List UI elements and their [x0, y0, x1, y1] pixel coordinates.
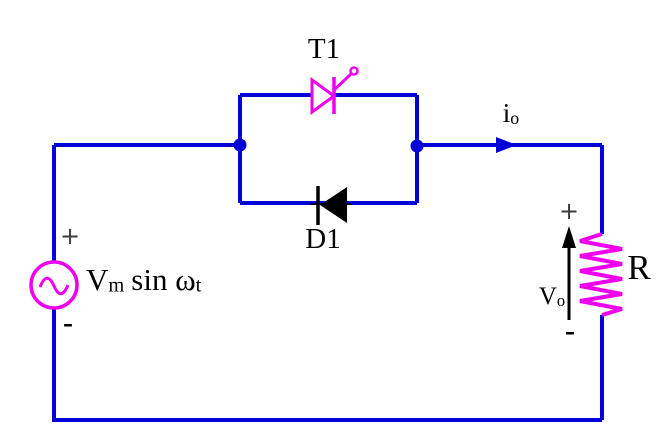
- source-plus-sign: +: [60, 224, 80, 248]
- load-minus-text: -: [565, 314, 575, 347]
- load-plus-text: +: [558, 197, 580, 225]
- source-voltage-symbol: V: [86, 262, 109, 297]
- source-voltage-subscript: m: [108, 274, 125, 297]
- junction-dot-left: [233, 138, 247, 152]
- output-voltage-label: Vo: [539, 284, 565, 309]
- thyristor-gate-terminal: [349, 66, 359, 76]
- diode-label: D1: [305, 225, 340, 254]
- wire-left-lower-and-bottom: [52, 308, 602, 422]
- thyristor-label-text: T1: [307, 33, 341, 65]
- source-minus-sign: -: [63, 308, 73, 338]
- thyristor-anode-triangle: [310, 77, 337, 115]
- thyristor-label: T1: [308, 35, 340, 64]
- diode-icon: [310, 186, 352, 225]
- source-minus-text: -: [63, 306, 73, 339]
- current-subscript: o: [510, 108, 520, 129]
- output-current-label: io: [503, 100, 519, 128]
- voltage-arrow-icon: [562, 226, 576, 320]
- thyristor-icon: [310, 66, 359, 115]
- current-symbol: i: [502, 98, 511, 128]
- source-function-text: sin ω: [131, 262, 196, 297]
- voltage-subscript: o: [556, 290, 566, 310]
- ac-source-icon: [29, 260, 79, 310]
- voltage-symbol: V: [538, 283, 557, 310]
- source-function-subscript: t: [195, 274, 202, 297]
- resistor-label-text: R: [627, 248, 651, 287]
- voltage-arrow-head: [562, 226, 576, 248]
- diode-label-text: D1: [305, 223, 341, 255]
- ac-sine-wave: [38, 276, 70, 296]
- thyristor-gate-lead: [332, 72, 353, 92]
- load-plus-sign: +: [559, 199, 579, 223]
- wire-parallel-branch: [238, 93, 419, 205]
- resistor-icon: [579, 232, 623, 317]
- diode-triangle: [320, 187, 347, 223]
- source-label: Vm sin ωt: [86, 264, 201, 296]
- junction-dot-right: [410, 139, 424, 153]
- resistor-label: R: [627, 250, 650, 285]
- source-plus-text: +: [59, 222, 81, 250]
- current-arrow-icon: [496, 137, 517, 153]
- load-minus-sign: -: [565, 316, 575, 346]
